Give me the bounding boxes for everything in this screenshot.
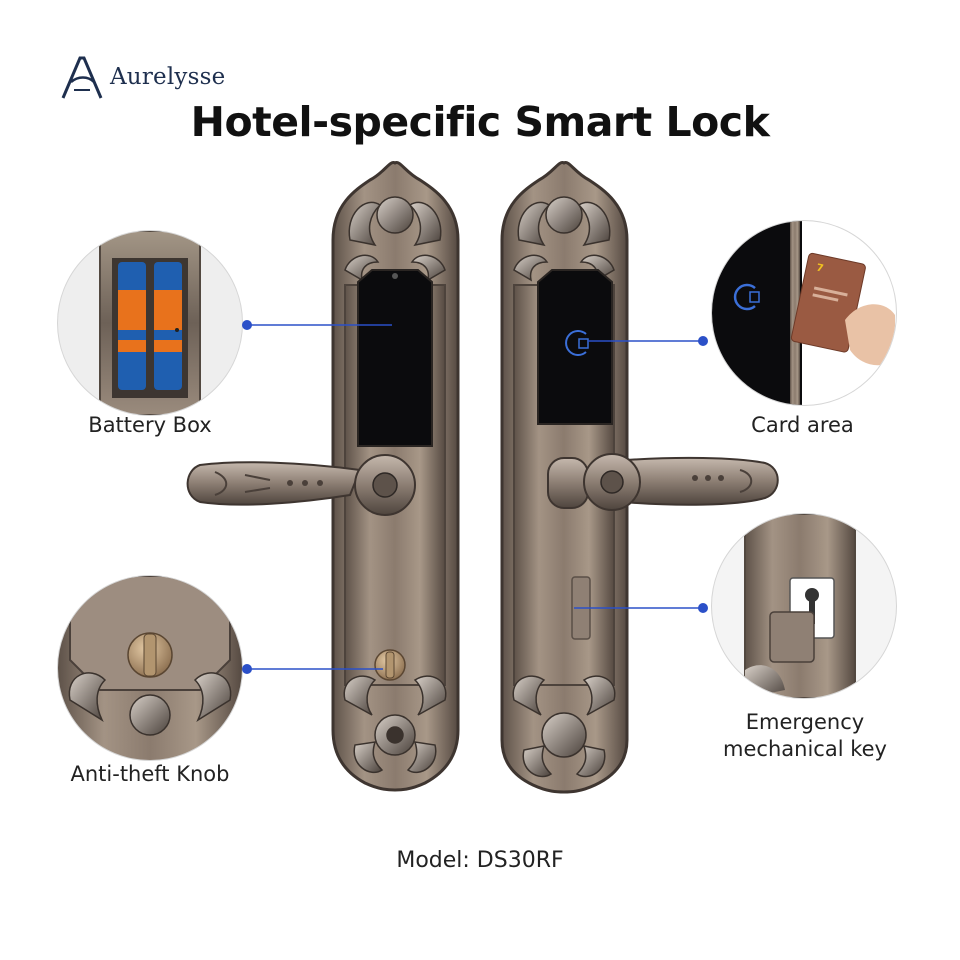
callout-dot-emergency <box>698 603 708 613</box>
label-emergency-line2: mechanical key <box>723 737 887 761</box>
anti-theft-knob <box>374 649 406 681</box>
emergency-key-callout <box>711 513 897 699</box>
brand-logo: Aurelysse <box>60 52 260 102</box>
anti-theft-knob-callout <box>57 575 243 761</box>
callout-dot-knob <box>242 664 252 674</box>
label-emergency-line1: Emergency <box>745 710 865 734</box>
brand-name: Aurelysse <box>110 64 226 90</box>
callout-dot-card <box>698 336 708 346</box>
page-title: Hotel-specific Smart Lock <box>190 98 770 146</box>
card-area-callout: 7 <box>711 220 897 406</box>
top-ornament <box>344 196 446 282</box>
lock-inner-side <box>186 161 460 792</box>
lever-handle-right <box>547 453 779 511</box>
label-card-area: Card area <box>751 413 854 437</box>
bottom-ornament <box>343 675 447 774</box>
label-battery-box: Battery Box <box>88 413 212 437</box>
battery-box-callout <box>57 230 243 416</box>
lock-outer-side <box>500 161 779 794</box>
callout-dot-battery <box>242 320 252 330</box>
card-reader-icon <box>565 330 589 356</box>
lever-handle-left <box>186 454 416 516</box>
svg-text:7: 7 <box>815 263 824 275</box>
aurelysse-logo-icon <box>61 56 103 99</box>
model-number: Model: DS30RF <box>396 848 564 873</box>
label-anti-theft-knob: Anti-theft Knob <box>70 762 230 786</box>
